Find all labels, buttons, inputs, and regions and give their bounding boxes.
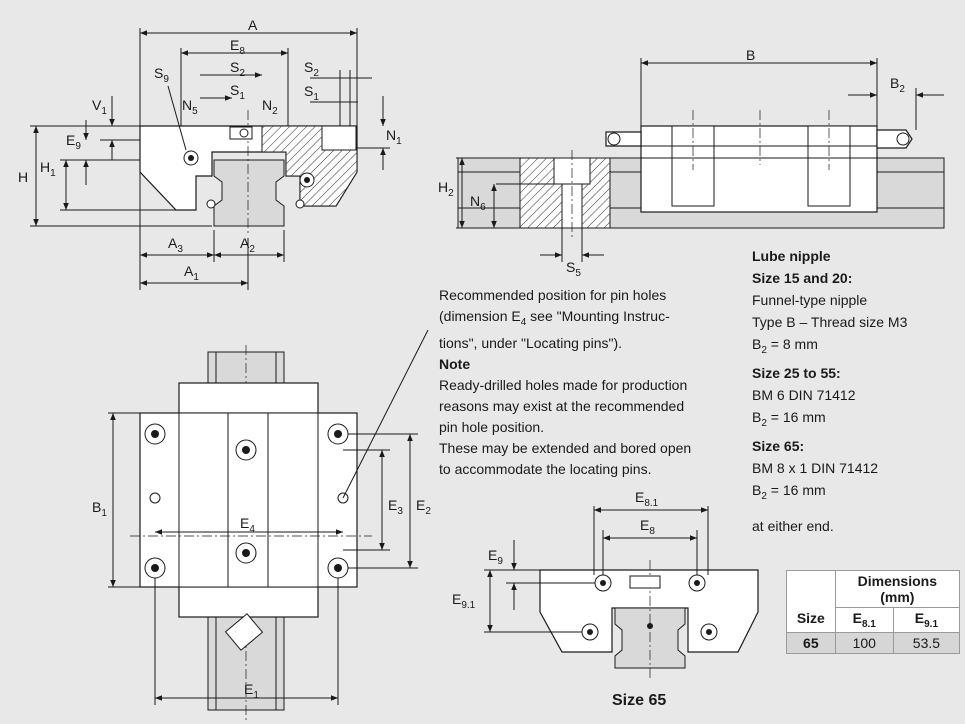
label-S1-right: S1: [304, 83, 319, 103]
label-S1-front: S1: [230, 82, 245, 102]
label-E8-1: E8.1: [635, 489, 659, 509]
label-V1: V1: [92, 97, 107, 117]
label-H1: H1: [40, 159, 56, 179]
note-line: reasons may exist at the recommended: [439, 398, 685, 414]
lube-either-end: at either end.: [752, 518, 834, 535]
label-S9: S9: [154, 65, 169, 85]
label-E9-size65: E9: [488, 547, 503, 567]
lube-b2-small: B2 = 8 mm: [752, 336, 818, 356]
note-line: These may be extended and bored open: [439, 440, 692, 456]
label-B1: B1: [92, 499, 107, 519]
lube-size-65: Size 65:: [752, 437, 805, 454]
label-E9-1: E9.1: [452, 591, 476, 611]
lube-bm8: BM 8 x 1 DIN 71412: [752, 459, 879, 476]
table-cell-e91: 53.5: [892, 631, 961, 654]
pin-note: Recommended position for pin holes (dime…: [439, 285, 670, 354]
label-B2: B2: [890, 75, 905, 95]
note-block: Note Ready-drilled holes made for produc…: [439, 354, 691, 480]
front-section-view: [30, 28, 390, 290]
note-line: to accommodate the locating pins.: [439, 461, 652, 477]
lube-size-15-20: Size 15 and 20:: [752, 270, 853, 286]
lube-b2-big: B2 = 16 mm: [752, 481, 826, 502]
lube-typeb: Type B – Thread size M3: [752, 314, 908, 330]
label-E9-front: E9: [66, 132, 81, 152]
table-row: 65 100 53.5: [786, 631, 961, 654]
size65-caption: Size 65: [612, 692, 667, 709]
label-A3: A3: [168, 235, 183, 255]
label-A: A: [248, 17, 258, 33]
side-view: [456, 58, 945, 262]
pin-note-line2: (dimension E4 see "Mounting Instruc-: [439, 308, 670, 328]
label-A2: A2: [240, 235, 255, 255]
label-B: B: [746, 47, 755, 63]
label-E8: E8: [230, 37, 245, 57]
label-N5: N5: [182, 97, 198, 117]
lube-funnel: Funnel-type nipple: [752, 292, 868, 308]
lube-size-25-55: Size 25 to 55:: [752, 364, 841, 381]
note-line: pin hole position.: [439, 419, 545, 435]
pin-note-line1: Recommended position for pin holes: [439, 287, 667, 303]
lube-b2-mid: B2 = 16 mm: [752, 408, 826, 429]
label-S2-right: S2: [304, 59, 319, 79]
pin-note-line3: tions", under "Locating pins").: [439, 334, 623, 351]
table-col-e91: E9.1: [892, 607, 961, 633]
lube-nipple-block: Lube nipple Size 15 and 20: Funnel-type …: [752, 245, 907, 537]
label-N2: N2: [262, 97, 278, 117]
label-H: H: [18, 169, 28, 185]
lube-bm6: BM 6 DIN 71412: [752, 386, 856, 403]
label-E1: E1: [244, 681, 259, 701]
label-N6: N6: [470, 193, 486, 213]
lube-title: Lube nipple: [752, 248, 831, 264]
label-S5: S5: [566, 259, 581, 279]
table-cell-size: 65: [786, 631, 836, 654]
table-header-dimensions: Dimensions(mm): [834, 570, 961, 608]
note-heading: Note: [439, 356, 471, 372]
table-cell-e81: 100: [834, 631, 894, 654]
table-col-size: Size: [786, 570, 836, 633]
label-H2: H2: [438, 179, 454, 199]
label-A1: A1: [184, 263, 199, 283]
top-view: [108, 329, 429, 720]
table-col-e81: E8.1: [834, 607, 894, 633]
label-E4: E4: [240, 515, 255, 535]
size65-view: [484, 506, 759, 680]
label-E2: E2: [416, 497, 431, 517]
note-line: Ready-drilled holes made for production: [439, 377, 688, 393]
label-E8-size65: E8: [640, 517, 655, 537]
dimensions-table: Size Dimensions(mm) E8.1 E9.1 65 100 53.…: [786, 570, 961, 654]
label-N1: N1: [386, 127, 402, 147]
label-S2-front: S2: [230, 59, 245, 79]
label-E3: E3: [388, 497, 403, 517]
